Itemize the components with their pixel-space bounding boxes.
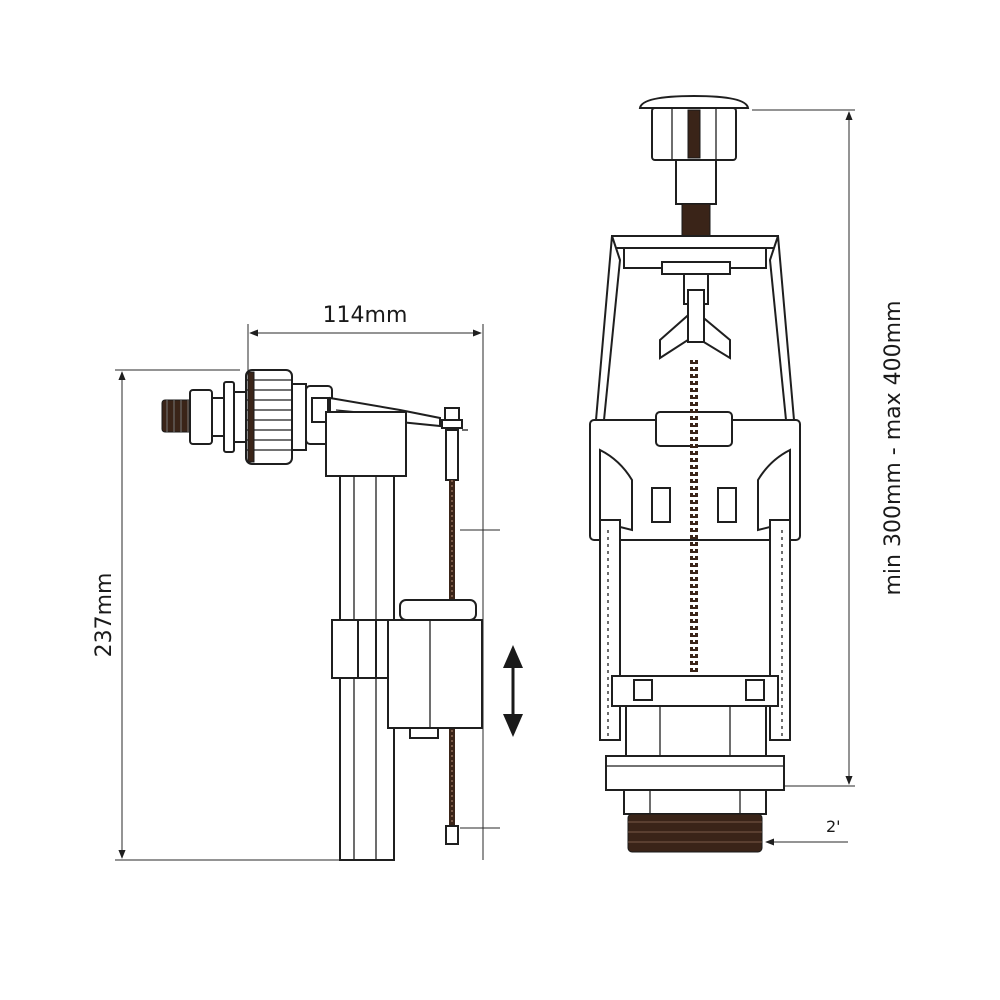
ribbed-nut bbox=[245, 369, 293, 465]
float bbox=[387, 599, 483, 739]
float-adjust-arrow bbox=[503, 645, 523, 737]
flush-valve-drawing: min 300mm - max 400mm 2' bbox=[589, 94, 906, 853]
flush-height-dimension: min 300mm - max 400mm bbox=[752, 109, 906, 787]
flush-height-label: min 300mm - max 400mm bbox=[881, 300, 906, 595]
push-button bbox=[638, 94, 750, 239]
width-dimension: 114mm bbox=[247, 303, 484, 860]
height-dimension: 237mm bbox=[92, 369, 340, 861]
outlet-thread bbox=[627, 813, 763, 853]
thread-size-label: 2' bbox=[826, 817, 841, 836]
inlet-thread bbox=[161, 399, 193, 433]
thread-dimension: 2' bbox=[765, 817, 848, 846]
width-dimension-label: 114mm bbox=[323, 303, 408, 328]
fill-valve-drawing: 114mm 237mm bbox=[92, 303, 523, 861]
height-dimension-label: 237mm bbox=[92, 573, 117, 658]
